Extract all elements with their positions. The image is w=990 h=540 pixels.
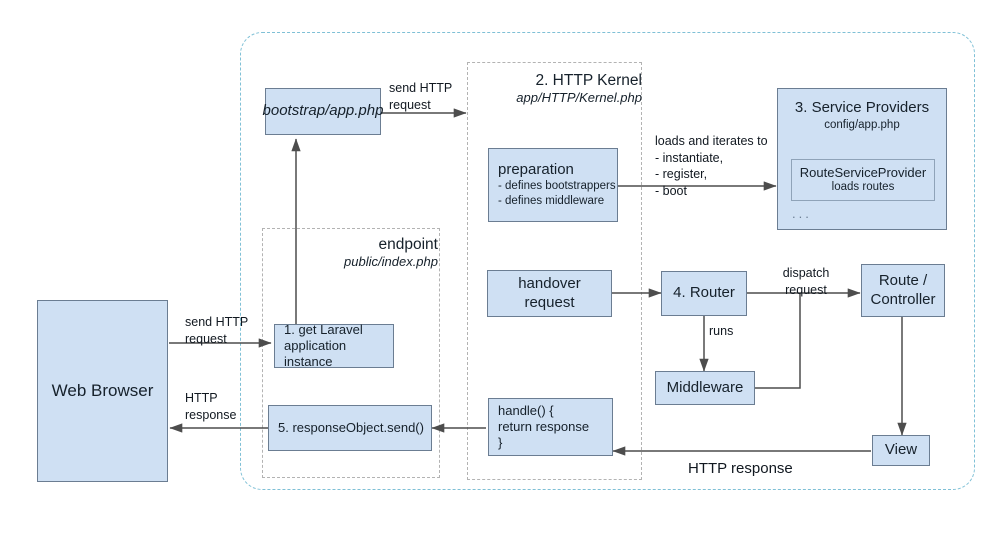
- label-browser-to-endpoint: send HTTP request: [185, 315, 249, 346]
- endpoint-title: endpoint: [378, 236, 438, 253]
- node-route-service-provider[interactable]: RouteServiceProvider loads routes: [791, 159, 935, 201]
- endpoint-group: [262, 228, 440, 478]
- node-route-controller[interactable]: Route / Controller: [861, 264, 945, 317]
- preparation-lines: - defines bootstrappers - defines middle…: [498, 180, 616, 208]
- node-get-app-instance[interactable]: 1. get Laravel application instance: [274, 321, 394, 370]
- middleware-label: Middleware: [666, 378, 744, 396]
- node-view[interactable]: View: [872, 435, 930, 466]
- node-bootstrap-app[interactable]: bootstrap/app.php: [262, 88, 384, 135]
- preparation-title: preparation: [498, 160, 574, 178]
- endpoint-group-label: endpoint public/index.php: [250, 236, 438, 269]
- get-app-instance-label: 1. get Laravel application instance: [284, 321, 363, 370]
- label-router-to-middleware: runs: [709, 324, 734, 338]
- node-preparation[interactable]: preparation - defines bootstrappers - de…: [488, 148, 618, 222]
- handle-block-label: handle() { return response }: [498, 402, 590, 451]
- http-kernel-subtitle: app/HTTP/Kernel.php: [516, 90, 642, 105]
- node-web-browser[interactable]: Web Browser: [37, 300, 168, 482]
- bootstrap-label: bootstrap/app.php: [262, 102, 384, 120]
- node-handover-request[interactable]: handover request: [487, 270, 612, 317]
- label-endpoint-to-browser: HTTP response: [185, 391, 237, 422]
- service-providers-subtitle: config/app.php: [824, 118, 900, 131]
- http-kernel-group: [467, 62, 642, 480]
- label-view-to-handle: HTTP response: [688, 460, 793, 477]
- endpoint-subtitle: public/index.php: [344, 254, 438, 269]
- node-handle-block[interactable]: handle() { return response }: [488, 398, 613, 456]
- route-service-provider-subtitle: loads routes: [831, 181, 895, 194]
- connector-middleware-to-dispatch: [755, 293, 801, 389]
- handover-request-label: handover request: [518, 274, 581, 311]
- node-router[interactable]: 4. Router: [661, 271, 747, 316]
- router-label: 4. Router: [673, 284, 735, 302]
- route-controller-label: Route / Controller: [870, 271, 936, 308]
- application-container: [240, 32, 975, 490]
- node-service-providers[interactable]: 3. Service Providers config/app.php Rout…: [777, 88, 947, 230]
- node-middleware[interactable]: Middleware: [655, 371, 755, 405]
- label-router-to-controller: dispatch request: [782, 266, 830, 297]
- label-preparation-to-providers: loads and iterates to - instantiate, - r…: [655, 134, 768, 198]
- label-bootstrap-to-kernel: send HTTP request: [389, 81, 453, 112]
- response-send-label: 5. responseObject.send(): [278, 419, 424, 435]
- web-browser-label: Web Browser: [51, 381, 154, 401]
- node-response-send[interactable]: 5. responseObject.send(): [268, 405, 432, 451]
- http-kernel-title: 2. HTTP Kernel: [535, 72, 642, 89]
- view-label: View: [884, 441, 918, 459]
- http-kernel-group-label: 2. HTTP Kernel app/HTTP/Kernel.php: [442, 72, 642, 105]
- service-providers-more: ...: [792, 206, 812, 221]
- service-providers-title: 3. Service Providers: [794, 99, 930, 116]
- route-service-provider-label: RouteServiceProvider: [799, 165, 927, 181]
